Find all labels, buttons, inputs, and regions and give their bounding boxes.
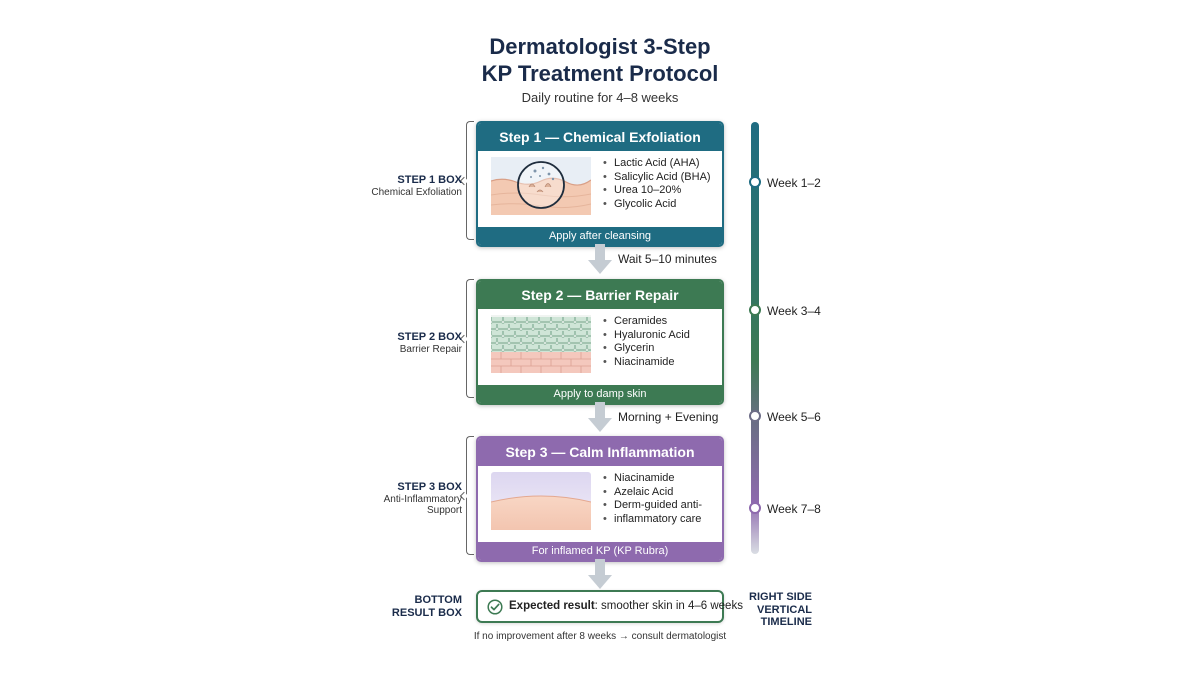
step-2-footer: Apply to damp skin bbox=[478, 385, 722, 403]
list-item: Salicylic Acid (BHA) bbox=[602, 171, 720, 185]
list-item: Ceramides bbox=[602, 315, 720, 329]
step-1-footer: Apply after cleansing bbox=[478, 227, 722, 245]
list-item: Hyaluronic Acid bbox=[602, 329, 720, 343]
step-3-side-subtitle-2: Support bbox=[426, 505, 462, 516]
step-3-side-label: STEP 3 BOX Anti-Inflammatory Support bbox=[384, 481, 462, 516]
timeline-label-week-3-4: Week 3–4 bbox=[767, 304, 821, 318]
step-3-side-subtitle-1: Anti-Inflammatory bbox=[383, 494, 462, 505]
step-3-bracket bbox=[459, 436, 474, 555]
list-item: Glycerin bbox=[602, 342, 720, 356]
down-arrow-icon bbox=[588, 559, 612, 589]
timeline-caption-line-1: RIGHT SIDE bbox=[749, 591, 812, 603]
connector-label-1: Wait 5–10 minutes bbox=[618, 252, 717, 266]
step-2-bracket bbox=[459, 279, 474, 398]
step-1-side-label: STEP 1 BOX Chemical Exfoliation bbox=[371, 174, 462, 198]
step-3-footer: For inflamed KP (KP Rubra) bbox=[478, 542, 722, 560]
down-arrow-icon bbox=[588, 244, 612, 274]
subtitle: Daily routine for 4–8 weeks bbox=[521, 90, 679, 105]
consult-note: If no improvement after 8 weeks → consul… bbox=[473, 631, 727, 642]
step-3-side-title: STEP 3 BOX bbox=[397, 481, 462, 493]
timeline-caption-line-3: TIMELINE bbox=[760, 616, 812, 628]
timeline-label-week-1-2: Week 1–2 bbox=[767, 176, 821, 190]
timeline-caption-line-2: VERTICAL bbox=[757, 603, 812, 616]
step-3-ingredients: Niacinamide Azelaic Acid Derm-guided ant… bbox=[602, 472, 720, 526]
list-item: Lactic Acid (AHA) bbox=[602, 157, 720, 171]
step-3-box: Step 3 — Calm Inflammation Niacinamide A… bbox=[476, 436, 724, 562]
bottom-label-line-1: BOTTOM bbox=[414, 594, 462, 606]
step-1-side-title: STEP 1 BOX bbox=[397, 174, 462, 186]
step-2-title: Step 2 — Barrier Repair bbox=[478, 281, 722, 309]
timeline-node bbox=[749, 304, 761, 316]
step-2-side-label: STEP 2 BOX Barrier Repair bbox=[397, 331, 462, 355]
list-item: Urea 10–20% bbox=[602, 184, 720, 198]
list-item-continued: inflammatory care bbox=[602, 513, 720, 527]
step-3-title: Step 3 — Calm Inflammation bbox=[478, 438, 722, 466]
expected-result-label: Expected result bbox=[509, 600, 595, 612]
expected-result-box: Expected result: smoother skin in 4–6 we… bbox=[476, 590, 743, 623]
step-1-bracket bbox=[459, 121, 474, 240]
expected-result-value: : smoother skin in 4–6 weeks bbox=[594, 600, 743, 612]
bottom-label-line-2: RESULT BOX bbox=[391, 607, 462, 619]
expected-result-text: Expected result: smoother skin in 4–6 we… bbox=[509, 600, 743, 612]
timeline-caption: RIGHT SIDE VERTICAL TIMELINE bbox=[740, 591, 812, 629]
title-line-2: KP Treatment Protocol bbox=[481, 61, 719, 86]
list-item: Derm-guided anti- bbox=[602, 499, 720, 513]
step-2-side-title: STEP 2 BOX bbox=[397, 331, 462, 343]
step-1-box: Step 1 — Chemical Exfoliation Lactic Aci… bbox=[476, 121, 724, 247]
connector-label-2: Morning + Evening bbox=[618, 410, 719, 424]
calm-skin-illustration bbox=[491, 472, 591, 530]
step-1-ingredients: Lactic Acid (AHA) Salicylic Acid (BHA) U… bbox=[602, 157, 720, 211]
list-item: Niacinamide bbox=[602, 356, 720, 370]
step-1-title: Step 1 — Chemical Exfoliation bbox=[478, 123, 722, 151]
check-circle-icon bbox=[487, 599, 503, 615]
step-2-box: Step 2 — Barrier Repair Ceramides H bbox=[476, 279, 724, 405]
list-item: Niacinamide bbox=[602, 472, 720, 486]
list-item-continued-text: inflammatory care bbox=[614, 512, 702, 525]
timeline-node bbox=[749, 502, 761, 514]
skin-magnify-illustration bbox=[491, 157, 591, 215]
timeline-label-week-7-8: Week 7–8 bbox=[767, 502, 821, 516]
vertical-timeline bbox=[751, 122, 759, 554]
step-2-ingredients: Ceramides Hyaluronic Acid Glycerin Niaci… bbox=[602, 315, 720, 369]
list-item: Glycolic Acid bbox=[602, 198, 720, 212]
step-1-side-subtitle: Chemical Exfoliation bbox=[371, 187, 462, 198]
skin-barrier-illustration bbox=[491, 315, 591, 373]
bottom-result-box-label: BOTTOM RESULT BOX bbox=[392, 594, 462, 620]
step-2-side-subtitle: Barrier Repair bbox=[399, 344, 462, 355]
timeline-label-week-5-6: Week 5–6 bbox=[767, 410, 821, 424]
timeline-node bbox=[749, 176, 761, 188]
list-item: Azelaic Acid bbox=[602, 486, 720, 500]
title-line-1: Dermatologist 3-Step bbox=[489, 34, 711, 59]
timeline-node bbox=[749, 410, 761, 422]
down-arrow-icon bbox=[588, 402, 612, 432]
